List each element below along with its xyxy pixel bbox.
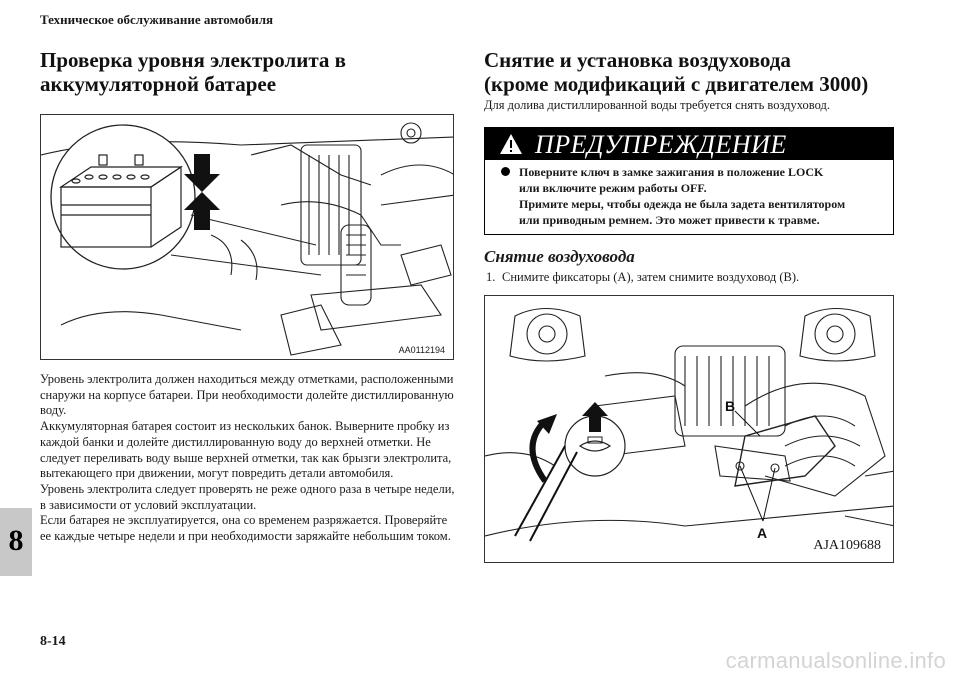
- running-header: Техническое обслуживание автомобиля: [40, 12, 274, 27]
- battery-paragraph: Уровень электролита следует проверять не…: [40, 481, 455, 512]
- warning-line: или приводным ремнем. Это может привести…: [519, 213, 820, 227]
- battery-section-title: Проверка уровня электролита в аккумулято…: [40, 48, 346, 96]
- left-column: Проверка уровня электролита в аккумулято…: [40, 48, 458, 545]
- battery-paragraph: Уровень электролита должен находиться ме…: [40, 372, 454, 418]
- page-number: 8-14: [40, 634, 66, 649]
- battery-paragraph: Аккумуляторная батарея состоит из нескол…: [40, 419, 452, 481]
- step-number: 1.: [486, 270, 496, 284]
- warning-line: или включите режим работы OFF.: [519, 181, 707, 195]
- warning-triangle-icon: [500, 134, 522, 154]
- watermark: carmanualsonline.info: [725, 648, 946, 673]
- warning-line: Примите меры, чтобы одежда не была задет…: [519, 197, 846, 211]
- battery-figure-code: AA0112194: [396, 345, 447, 355]
- battery-body-text: Уровень электролита должен находиться ме…: [40, 372, 458, 545]
- air-duct-figure: B A AJA109688: [484, 295, 894, 563]
- battery-paragraph: Если батарея не эксплуатируется, она со …: [40, 513, 451, 544]
- label-b: B: [725, 398, 735, 414]
- warning-title: ПРЕДУПРЕЖДЕНИЕ: [535, 130, 787, 159]
- duct-intro: Для долива дистиллированной воды требует…: [484, 98, 831, 112]
- battery-illustration: [41, 122, 453, 356]
- duct-title-line1: Снятие и установка воздуховода: [484, 48, 791, 72]
- battery-figure: AA0112194: [40, 114, 454, 360]
- right-column: Снятие и установка воздуховода (кроме мо…: [484, 48, 920, 563]
- warning-body: Поверните ключ в замке зажигания в полож…: [485, 160, 893, 234]
- duct-section-title: Снятие и установка воздуховода (кроме мо…: [484, 48, 920, 96]
- step-text: Снимите фиксаторы (A), затем снимите воз…: [502, 270, 800, 284]
- chapter-number: 8: [8, 524, 24, 557]
- warning-box: ПРЕДУПРЕЖДЕНИЕ Поверните ключ в замке за…: [484, 127, 894, 235]
- chapter-tab: [0, 508, 32, 576]
- bullet-icon: [501, 167, 510, 176]
- duct-removal-subtitle: Снятие воздуховода: [484, 247, 635, 266]
- duct-title-line2: (кроме модификаций с двигателем 3000): [484, 72, 869, 96]
- step-1: 1. Снимите фиксаторы (A), затем снимите в…: [484, 270, 920, 285]
- label-a: A: [757, 525, 767, 541]
- duct-figure-code: AJA109688: [811, 538, 883, 554]
- warning-header: ПРЕДУПРЕЖДЕНИЕ: [485, 128, 893, 160]
- warning-line: Поверните ключ в замке зажигания в полож…: [519, 165, 824, 179]
- air-duct-illustration: B A: [485, 308, 893, 542]
